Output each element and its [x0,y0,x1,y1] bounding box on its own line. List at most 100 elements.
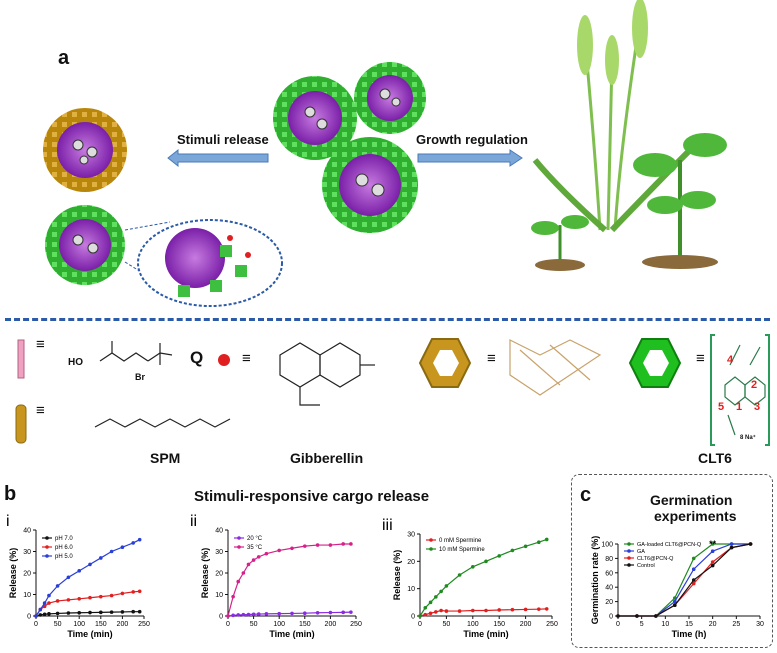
chart-c-legend-marker [627,563,631,567]
chart-c-legend-label: GA [637,549,645,555]
chart-ii-x-tick-label: 200 [325,621,337,628]
chart-ii-y-tick-label: 0 [219,614,223,621]
chart-ii-data-point [251,558,256,562]
chart-i-data-point [42,601,47,605]
chart-c-legend-label: Control [637,563,655,569]
chart-iii-x-tick-label: 100 [467,621,479,628]
clt6-num-2: 2 [751,379,758,391]
chart-i-x-tick-label: 50 [54,621,62,628]
chart-ii-data-point [236,579,241,584]
chart-i-data-point [109,593,114,598]
chart-c-data-point [691,556,696,561]
chart-iii-x-label: Time (min) [463,629,508,639]
chart-iii-data-point [434,610,438,614]
chart-iii-y-label: Release (%) [392,550,402,601]
chart-ii-y-tick-label: 40 [215,528,223,535]
chart-iii-data-point [497,554,501,558]
chart-i-y-tick-label: 30 [23,549,31,556]
chart-iii-data-point [439,608,443,613]
chart-iii-panel-label: iii [382,517,393,534]
chart-i-data-point [77,610,81,615]
chart-iii-x-tick-label: 50 [443,621,451,628]
chart-ii-y-label: Release (%) [200,548,210,599]
chart-c-x-tick-label: 20 [709,621,717,628]
chart-iii-x-tick-label: 250 [546,621,558,628]
chart-c-data-point [691,581,696,586]
chart-iii-data-point [457,573,462,577]
chart-c-x-tick-label: 5 [640,621,644,628]
host-equiv-sign: ≡ [487,350,496,367]
chart-ii-data-point [264,551,269,556]
spm-label: SPM [150,450,181,466]
chart-iii-data-point [423,606,428,610]
chart-i-data-point [137,609,142,614]
chart-i-data-point [99,610,103,615]
chart-iii-data-point [444,584,449,588]
section-divider [5,318,770,321]
stimuli-release-label: Stimuli release [177,132,269,147]
chart-i-panel-label: i [6,513,10,530]
chart-c-data-point [616,614,620,618]
chart-ii-x-tick-label: 250 [350,621,362,628]
chart-ii-data-point [315,610,320,615]
growth-regulation-label: Growth regulation [416,132,528,147]
chart-i-y-tick-label: 10 [23,592,31,599]
chart-i-data-point [66,611,71,615]
spm-equiv-sign: ≡ [36,402,45,419]
chart-i-legend-label: pH 7.0 [55,536,73,542]
clt6-num-1: 1 [736,401,743,413]
chart-iii-data-point [471,608,475,613]
chart-c-y-tick-label: 80 [605,556,613,563]
chart-i-data-point [42,612,47,617]
clt6-num-5: 5 [718,401,725,413]
chart-ii-data-point [349,610,353,614]
panel-b-title: Stimuli-responsive cargo release [194,488,430,505]
chart-i-data-point [77,597,81,601]
chart-ii-data-point [236,613,241,617]
chart-i-legend-label: pH 6.0 [55,545,73,551]
chart-c-significance-stars: ** [709,539,717,549]
chart-c-data-point [710,563,715,568]
stimuli-arrow [167,148,269,168]
q-structure-icon [99,341,173,365]
chart-c-data-point [673,599,677,604]
panel-c-title-line2: experiments [654,508,737,524]
spm-structure-icon [94,418,231,428]
clt6-structure-icon [710,334,770,446]
chart-iii-y-tick-label: 20 [407,559,415,566]
chart-iii-data-point [523,544,528,549]
chart-i-y-tick-label: 40 [23,528,31,535]
panel-c-title-line1: Germination [650,492,733,508]
chart-i-data-point [47,612,51,616]
chart-c-data-point [748,542,753,546]
gibberellin-ball-icon [218,354,230,366]
chart-ii-data-point [303,544,307,548]
host-structure-icon [509,339,602,396]
chart-i-data-point [131,541,135,545]
chart-c-y-tick-label: 40 [605,585,613,592]
chart-iii-legend-marker [429,538,433,542]
chart-c-data-point [729,542,734,546]
chart-ii-data-point [264,612,269,616]
chart-ii-x-tick-label: 50 [250,621,258,628]
chart-c-data-point [691,578,696,582]
q-label: Q [190,348,204,367]
chart-i-data-point [131,590,135,594]
clt6-num-4: 4 [727,354,734,366]
chart-ii-data-point [290,546,294,551]
chart-i-x-tick-label: 0 [34,621,38,628]
chart-ii-legend-marker [237,536,241,540]
chart-ii-legend-label: 20 °C [247,536,263,542]
chart-i-data-point [88,610,92,615]
chart-c-x-tick-label: 0 [616,621,620,628]
chart-ii-data-point [328,543,333,547]
chart-i-series-line [35,539,140,617]
panel-c-letter: c [580,484,592,506]
q-br-text: Br [135,372,146,382]
chart-iii-x-tick-label: 150 [493,621,505,628]
chart-c-data-point [635,614,639,618]
gibberellin-equiv-sign: ≡ [242,350,251,367]
chart-i-data-point [137,537,142,542]
chart-ii-y-tick-label: 10 [215,592,223,599]
